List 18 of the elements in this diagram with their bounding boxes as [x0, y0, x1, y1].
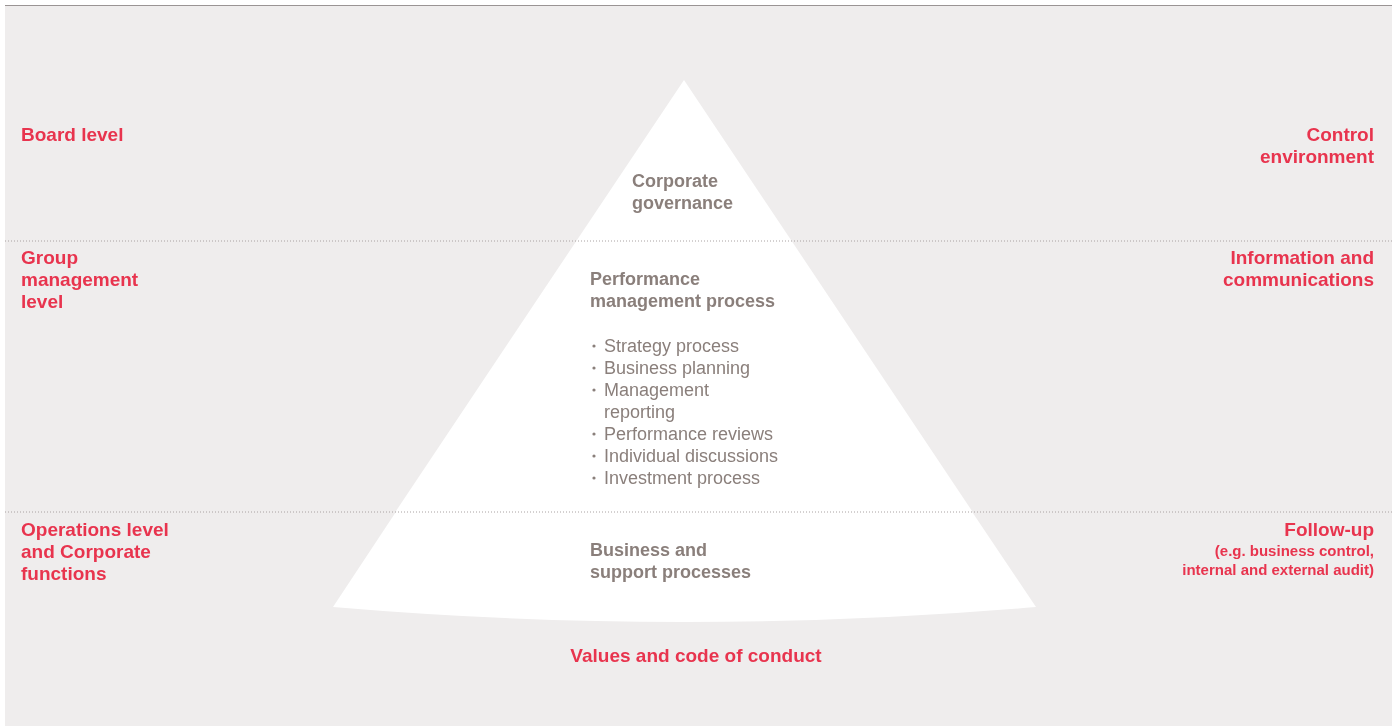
level-label: Information and communications	[1222, 247, 1374, 291]
bullet-item: Strategy process	[590, 335, 781, 357]
level-label: Group management level	[21, 247, 140, 313]
bullet-item: Management reporting	[590, 379, 781, 423]
tier-heading: Corporate governance	[632, 170, 735, 214]
pyramid-tier	[333, 511, 1036, 622]
bullet-item: Individual discussions	[590, 445, 781, 467]
bullet-item: Business planning	[590, 357, 781, 379]
tier-heading: Performance management process	[590, 268, 777, 312]
tier-heading: Business and support processes	[590, 539, 753, 583]
level-label: Board level	[21, 124, 125, 146]
level-label: Follow-up	[1283, 519, 1374, 541]
level-label: (e.g. business control, internal and external audit)	[1181, 541, 1374, 579]
level-label: Operations level and Corporate functions	[21, 519, 170, 585]
bullet-item: Performance reviews	[590, 423, 781, 445]
level-label: Values and code of conduct	[569, 645, 823, 667]
level-label: Control environment	[1258, 124, 1374, 168]
bullet-item: Investment process	[590, 467, 781, 489]
